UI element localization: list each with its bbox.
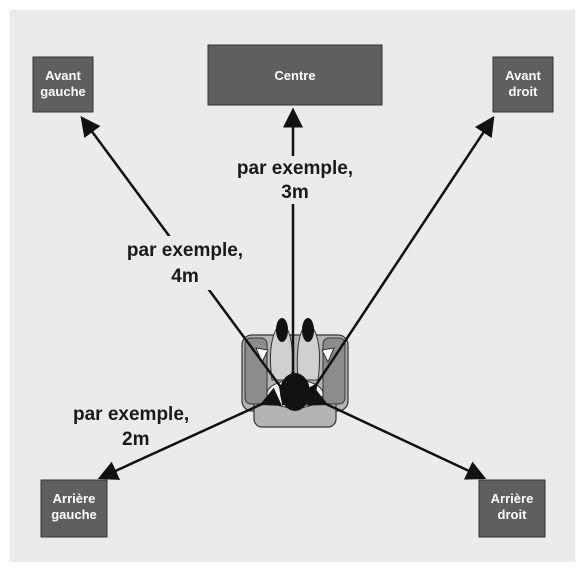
speaker-label: gauche <box>51 507 97 522</box>
speaker-front-right: Avant droit <box>492 56 554 113</box>
speaker-label: Arrière <box>53 491 96 506</box>
speaker-rear-left: Arrière gauche <box>40 479 108 538</box>
speaker-box-icon <box>478 479 546 538</box>
arrow-front-right <box>297 115 495 406</box>
foot-left <box>276 318 288 342</box>
foot-right <box>302 318 314 342</box>
distance-label-rear: par exemple, 2m <box>73 404 189 450</box>
distance-label-front: par exemple, 4m <box>110 236 258 290</box>
distance-label-line: 3m <box>281 182 308 203</box>
distance-label-center: par exemple, 3m <box>224 156 364 204</box>
speaker-label: droit <box>509 84 539 99</box>
speaker-label: gauche <box>40 84 86 99</box>
arrow-rear-left <box>97 387 283 480</box>
speaker-label: droit <box>498 507 528 522</box>
speaker-box-icon <box>40 479 108 538</box>
speaker-label: Avant <box>45 68 81 83</box>
speaker-box-icon <box>32 56 94 113</box>
speaker-label: Centre <box>274 68 315 83</box>
speaker-box-icon <box>492 56 554 113</box>
speaker-rear-right: Arrière droit <box>478 479 546 538</box>
speaker-label: Arrière <box>491 491 534 506</box>
head <box>280 373 310 411</box>
distance-label-line: 2m <box>122 429 149 450</box>
speaker-label: Avant <box>505 68 541 83</box>
distance-label-line: par exemple, <box>237 158 353 179</box>
distance-label-line: 4m <box>171 266 198 287</box>
speaker-center: Centre <box>207 44 383 106</box>
speaker-front-left: Avant gauche <box>32 56 94 113</box>
speaker-box-icon <box>207 44 383 106</box>
distance-label-line: par exemple, <box>127 240 243 261</box>
distance-label-line: par exemple, <box>73 404 189 425</box>
arrow-rear-right <box>305 387 487 480</box>
